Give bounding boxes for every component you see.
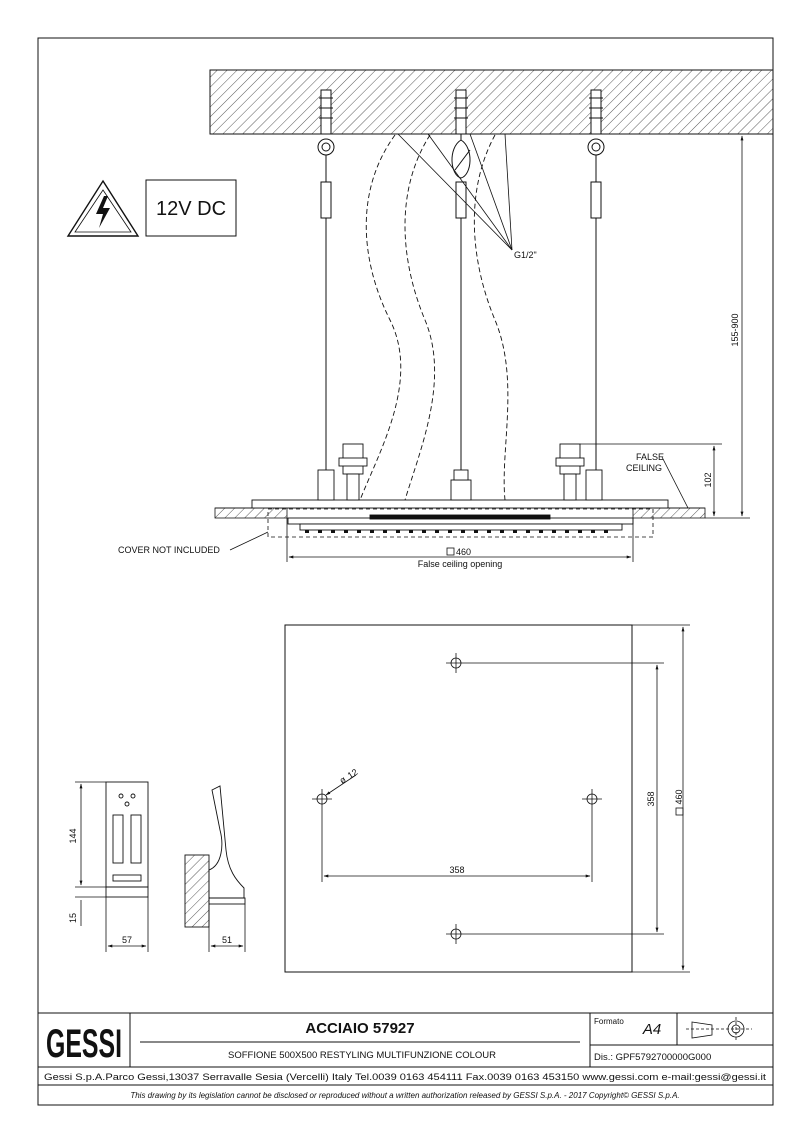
control-unit-front <box>105 781 149 898</box>
product-title: ACCIAIO 57927 <box>305 1020 414 1037</box>
voltage-label: 12V DC <box>156 198 226 220</box>
false-ceiling-label-1: FALSE <box>636 452 664 462</box>
control-unit-side-dims <box>208 904 246 952</box>
hole-spacing-h-label: 358 <box>449 865 464 875</box>
opening-caption: False ceiling opening <box>418 559 503 569</box>
hole-diameter-label: 12 <box>346 767 360 781</box>
company-line: Gessi S.p.A.Parco Gessi,13037 Serravalle… <box>44 1072 767 1082</box>
control-depth-label: 51 <box>222 935 232 945</box>
cover-outline <box>267 508 654 538</box>
diameter-symbol: ø <box>338 774 348 786</box>
thread-leader <box>397 133 513 251</box>
flexible-hoses <box>359 134 509 501</box>
formato-label: Formato <box>594 1017 624 1026</box>
gessi-logo: GESSI <box>46 1022 122 1066</box>
copyright-line: This drawing by its legislation cannot b… <box>130 1091 679 1100</box>
opening-size-label: 460 <box>456 547 471 557</box>
shower-head-body <box>251 443 669 531</box>
thread-label: G1/2" <box>514 250 537 260</box>
projection-symbol-icon <box>686 1017 752 1041</box>
recess-depth-label: 102 <box>703 472 713 487</box>
plan-dimensions <box>321 624 690 973</box>
opening-dimension <box>286 518 634 562</box>
mounting-plate-plan <box>284 624 633 973</box>
false-ceiling-leader <box>661 456 689 509</box>
nozzle-row <box>305 530 608 533</box>
control-width-label: 57 <box>122 935 132 945</box>
height-range-label: 155-900 <box>730 313 740 346</box>
hole-spacing-v-label: 358 <box>646 791 656 806</box>
cover-not-included-label: COVER NOT INCLUDED <box>118 545 220 555</box>
false-ceiling-label-2: CEILING <box>626 463 662 473</box>
suspension-cables <box>317 89 605 470</box>
control-height-label: 144 <box>68 828 78 843</box>
cover-leader <box>229 531 269 551</box>
voltage-box <box>145 179 237 237</box>
drawing-number: Dis.: GPF5792700000G000 <box>594 1052 711 1063</box>
formato-value: A4 <box>642 1021 661 1038</box>
concrete-ceiling <box>209 69 774 135</box>
high-voltage-warning-icon <box>66 179 140 237</box>
height-dimension <box>580 133 750 519</box>
control-unit-side <box>184 785 246 928</box>
mounting-holes <box>312 653 602 944</box>
control-base-label: 15 <box>68 913 78 923</box>
control-unit-front-dims <box>75 781 149 952</box>
product-subtitle: SOFFIONE 500X500 RESTYLING MULTIFUNZIONE… <box>228 1050 496 1061</box>
title-block <box>37 1012 774 1106</box>
plate-size-label: 460 <box>674 789 684 804</box>
